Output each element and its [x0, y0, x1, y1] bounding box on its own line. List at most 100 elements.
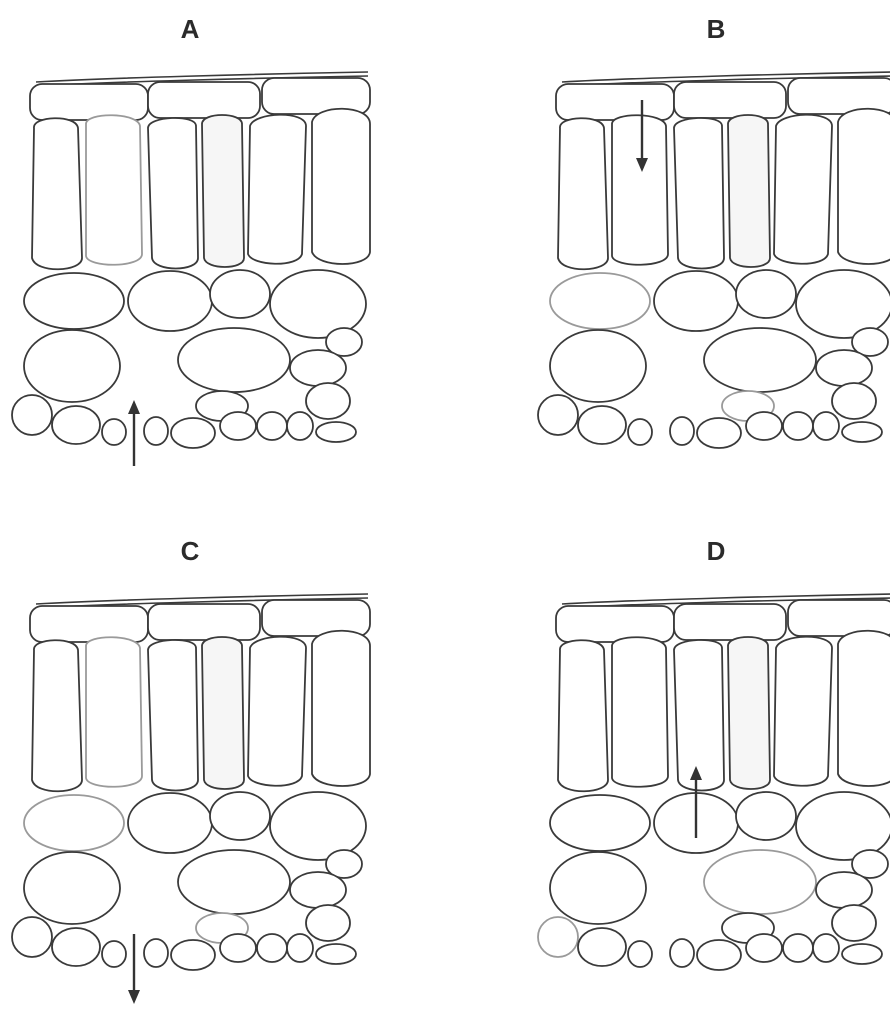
- palisade-cell: [248, 637, 306, 786]
- spongy-mesophyll-cell: [178, 328, 290, 392]
- lower-epidermis-cell: [746, 934, 782, 962]
- palisade-cell: [32, 640, 82, 791]
- leaf-cross-section: [6, 68, 376, 498]
- spongy-mesophyll-cell: [290, 350, 346, 386]
- lower-epidermis-cell: [144, 939, 168, 967]
- spongy-mesophyll-cell: [24, 795, 124, 851]
- spongy-mesophyll-cell: [270, 270, 366, 338]
- palisade-cell: [248, 115, 306, 264]
- lower-epidermis-cell: [287, 934, 313, 962]
- panel-label-a: A: [0, 14, 380, 45]
- panel-label-b: B: [526, 14, 890, 45]
- leaf-cross-section: [532, 68, 890, 498]
- palisade-cell: [838, 109, 890, 264]
- lower-epidermis-cell: [257, 412, 287, 440]
- spongy-mesophyll-cell: [704, 850, 816, 914]
- palisade-cell: [728, 637, 770, 789]
- palisade-cell: [32, 118, 82, 269]
- spongy-mesophyll-cell: [270, 792, 366, 860]
- lower-epidermis-cell: [697, 418, 741, 448]
- spongy-mesophyll-cell: [210, 792, 270, 840]
- upper-epidermis-cell: [674, 82, 786, 118]
- diffusion-arrow: [128, 934, 140, 1004]
- lower-epidermis-cell: [578, 928, 626, 966]
- lower-epidermis-cell: [144, 417, 168, 445]
- lower-epidermis-cell: [578, 406, 626, 444]
- upper-epidermis-cell: [30, 606, 148, 642]
- upper-epidermis-cell: [674, 604, 786, 640]
- lower-epidermis-cell: [783, 934, 813, 962]
- spongy-mesophyll-cell: [550, 330, 646, 402]
- panel-label-d: D: [526, 536, 890, 567]
- palisade-cell: [312, 631, 370, 786]
- lower-epidermis-cell: [171, 940, 215, 970]
- arrow-head: [128, 400, 140, 414]
- lower-epidermis-cell: [102, 941, 126, 967]
- spongy-mesophyll-cell: [550, 852, 646, 924]
- spongy-mesophyll-cell: [654, 271, 738, 331]
- lower-epidermis-cell: [628, 941, 652, 967]
- palisade-cell: [148, 118, 198, 269]
- palisade-cell: [612, 115, 668, 265]
- palisade-cell: [148, 640, 198, 791]
- palisade-cell: [558, 118, 608, 269]
- spongy-mesophyll-cell: [24, 852, 120, 924]
- spongy-mesophyll-cell: [550, 273, 650, 329]
- spongy-mesophyll-cell: [736, 792, 796, 840]
- lower-epidermis-cell: [12, 395, 52, 435]
- lower-epidermis-cell: [220, 934, 256, 962]
- upper-epidermis-cell: [30, 84, 148, 120]
- palisade-cell: [774, 115, 832, 264]
- palisade-cell: [86, 115, 142, 265]
- lower-epidermis-cell: [102, 419, 126, 445]
- lower-epidermis-cell: [171, 418, 215, 448]
- upper-epidermis-cell: [148, 82, 260, 118]
- spongy-mesophyll-cell: [816, 350, 872, 386]
- lower-epidermis-cell: [746, 412, 782, 440]
- spongy-mesophyll-cell: [178, 850, 290, 914]
- spongy-mesophyll-cell: [704, 328, 816, 392]
- spongy-mesophyll-cell: [832, 383, 876, 419]
- panel-b: B: [526, 0, 890, 490]
- lower-epidermis-cell: [813, 412, 839, 440]
- palisade-cell: [558, 640, 608, 791]
- spongy-mesophyll-cell: [128, 271, 212, 331]
- lower-epidermis-cell: [220, 412, 256, 440]
- lower-epidermis-cell: [316, 422, 356, 442]
- panel-d: D: [526, 522, 890, 1012]
- upper-epidermis-cell: [262, 600, 370, 636]
- spongy-mesophyll-cell: [290, 872, 346, 908]
- spongy-mesophyll-cell: [210, 270, 270, 318]
- spongy-mesophyll-cell: [306, 383, 350, 419]
- palisade-cell: [674, 118, 724, 269]
- spongy-mesophyll-cell: [128, 793, 212, 853]
- leaf-cross-section: [6, 590, 376, 1020]
- leaf-cross-section: [532, 590, 890, 1020]
- arrow-head: [128, 990, 140, 1004]
- palisade-cell: [774, 637, 832, 786]
- palisade-cell: [838, 631, 890, 786]
- lower-epidermis-cell: [842, 944, 882, 964]
- palisade-cell: [612, 637, 668, 787]
- upper-epidermis-cell: [556, 606, 674, 642]
- spongy-mesophyll-cell: [24, 330, 120, 402]
- upper-epidermis-cell: [556, 84, 674, 120]
- palisade-cell: [202, 637, 244, 789]
- spongy-mesophyll-cell: [24, 273, 124, 329]
- panel-a: A: [0, 0, 380, 490]
- palisade-cell: [86, 637, 142, 787]
- lower-epidermis-cell: [52, 928, 100, 966]
- spongy-mesophyll-cell: [832, 905, 876, 941]
- lower-epidermis-cell: [257, 934, 287, 962]
- spongy-mesophyll-cell: [816, 872, 872, 908]
- palisade-cell: [312, 109, 370, 264]
- lower-epidermis-cell: [538, 395, 578, 435]
- panel-c: C: [0, 522, 380, 1012]
- lower-epidermis-cell: [538, 917, 578, 957]
- palisade-cell: [202, 115, 244, 267]
- spongy-mesophyll-cell: [306, 905, 350, 941]
- palisade-cell: [728, 115, 770, 267]
- lower-epidermis-cell: [287, 412, 313, 440]
- lower-epidermis-cell: [316, 944, 356, 964]
- lower-epidermis-cell: [697, 940, 741, 970]
